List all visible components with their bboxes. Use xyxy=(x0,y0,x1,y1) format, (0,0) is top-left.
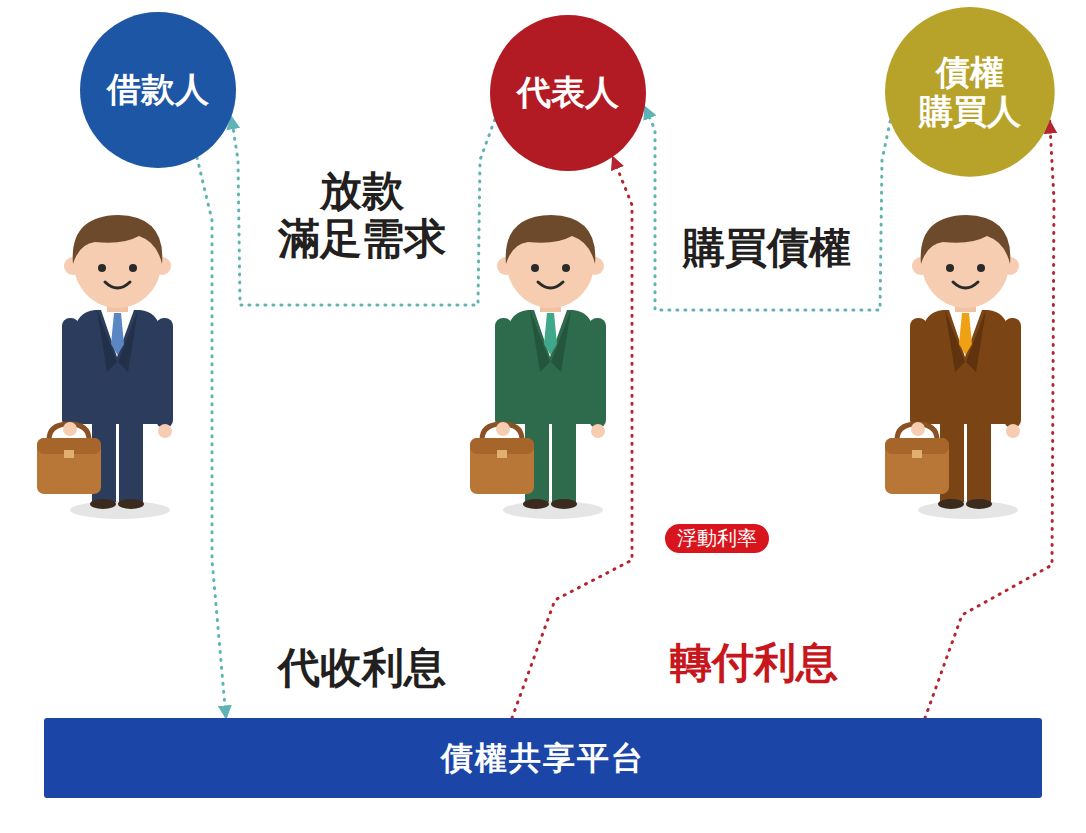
circle-fill xyxy=(490,15,646,171)
flow-arrow xyxy=(645,107,890,310)
edge-label: 放款 滿足需求 xyxy=(258,167,466,264)
role-circle: 借款人 xyxy=(80,12,236,168)
circle-fill xyxy=(885,7,1055,177)
flow-note: 代收利息 xyxy=(274,644,450,692)
flow-arrow xyxy=(512,157,632,718)
edge-label: 購買債權 xyxy=(679,224,855,272)
node-label: 借款人 xyxy=(107,70,209,109)
node-label: 代表人 xyxy=(517,73,619,112)
text-group: 債權共享平台 xyxy=(441,740,645,777)
platform-bar: 債權共享平台 xyxy=(44,718,1042,798)
flow-arrow xyxy=(925,121,1054,718)
rate-tag: 浮動利率 xyxy=(665,524,769,553)
representative-figure xyxy=(470,215,606,519)
node-label: 債權共享平台 xyxy=(441,740,645,777)
borrower-figure xyxy=(37,215,173,519)
flow-arrow xyxy=(231,117,494,305)
flow-note: 轉付利息 xyxy=(666,639,842,687)
buyer-figure xyxy=(885,215,1021,519)
node-label: 債權 購買人 xyxy=(905,53,1035,131)
role-circle: 代表人 xyxy=(490,15,646,171)
text-group: 代表人 xyxy=(517,73,619,112)
text-group: 債權 購買人 xyxy=(905,53,1035,131)
text-group: 借款人 xyxy=(107,70,209,109)
circle-fill xyxy=(80,12,236,168)
role-circle: 債權 購買人 xyxy=(885,7,1055,177)
flow-arrow xyxy=(197,158,226,718)
